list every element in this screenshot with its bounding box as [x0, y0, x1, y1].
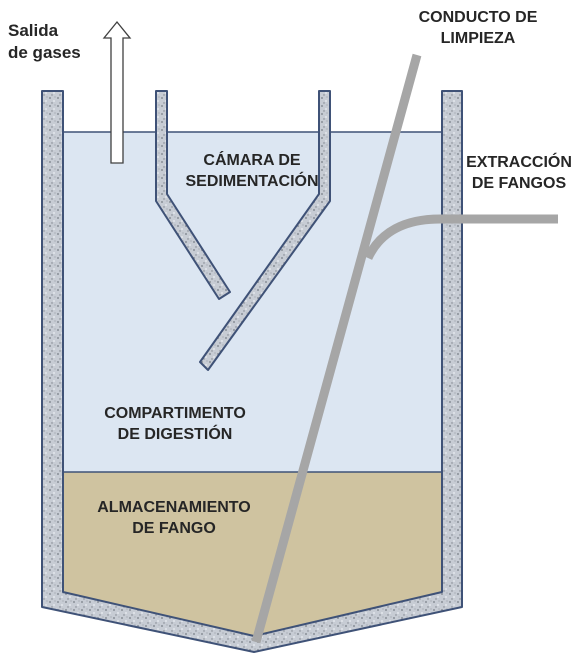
sedimentation-left-baffle — [155, 90, 231, 300]
sludge-storage-label-line1: ALMACENAMIENTO — [97, 499, 251, 516]
sedimentation-chamber-label: CÁMARA DE SEDIMENTACIÓN — [157, 151, 347, 193]
cleaning-duct-label: CONDUCTO DE LIMPIEZA — [388, 8, 568, 50]
sludge-extraction-label-line2: DE FANGOS — [471, 174, 567, 192]
cleaning-duct-label-line1: CONDUCTO DE — [418, 9, 538, 26]
gas-outlet-arrow — [102, 20, 132, 164]
sludge-extraction-label: EXTRACCIÓN DE FANGOS — [455, 153, 583, 195]
tank-wall — [41, 90, 463, 653]
sedimentation-chamber-label-line1: CÁMARA DE — [203, 152, 301, 169]
digestion-compartment-label-line1: COMPARTIMENTO — [104, 405, 246, 422]
sedimentation-right-baffle — [199, 90, 331, 371]
digestion-compartment-label: COMPARTIMENTO DE DIGESTIÓN — [75, 404, 275, 446]
sludge-storage-area — [63, 472, 442, 636]
gas-outlet-label: Salida de gases — [8, 20, 81, 64]
cleaning-duct-label-line2: LIMPIEZA — [440, 29, 516, 47]
gas-outlet-label-line1: Salida — [8, 21, 59, 40]
sedimentation-chamber-label-line2: SEDIMENTACIÓN — [185, 172, 319, 190]
gas-outlet-label-line2: de gases — [8, 43, 81, 63]
sludge-extraction-pipe — [363, 214, 558, 261]
sludge-storage-label: ALMACENAMIENTO DE FANGO — [68, 498, 280, 540]
sludge-storage-label-line2: DE FANGO — [132, 519, 216, 537]
cleaning-duct-pipe — [251, 53, 422, 644]
digestion-compartment-label-line2: DE DIGESTIÓN — [117, 425, 233, 443]
sludge-extraction-label-line1: EXTRACCIÓN — [466, 154, 572, 171]
